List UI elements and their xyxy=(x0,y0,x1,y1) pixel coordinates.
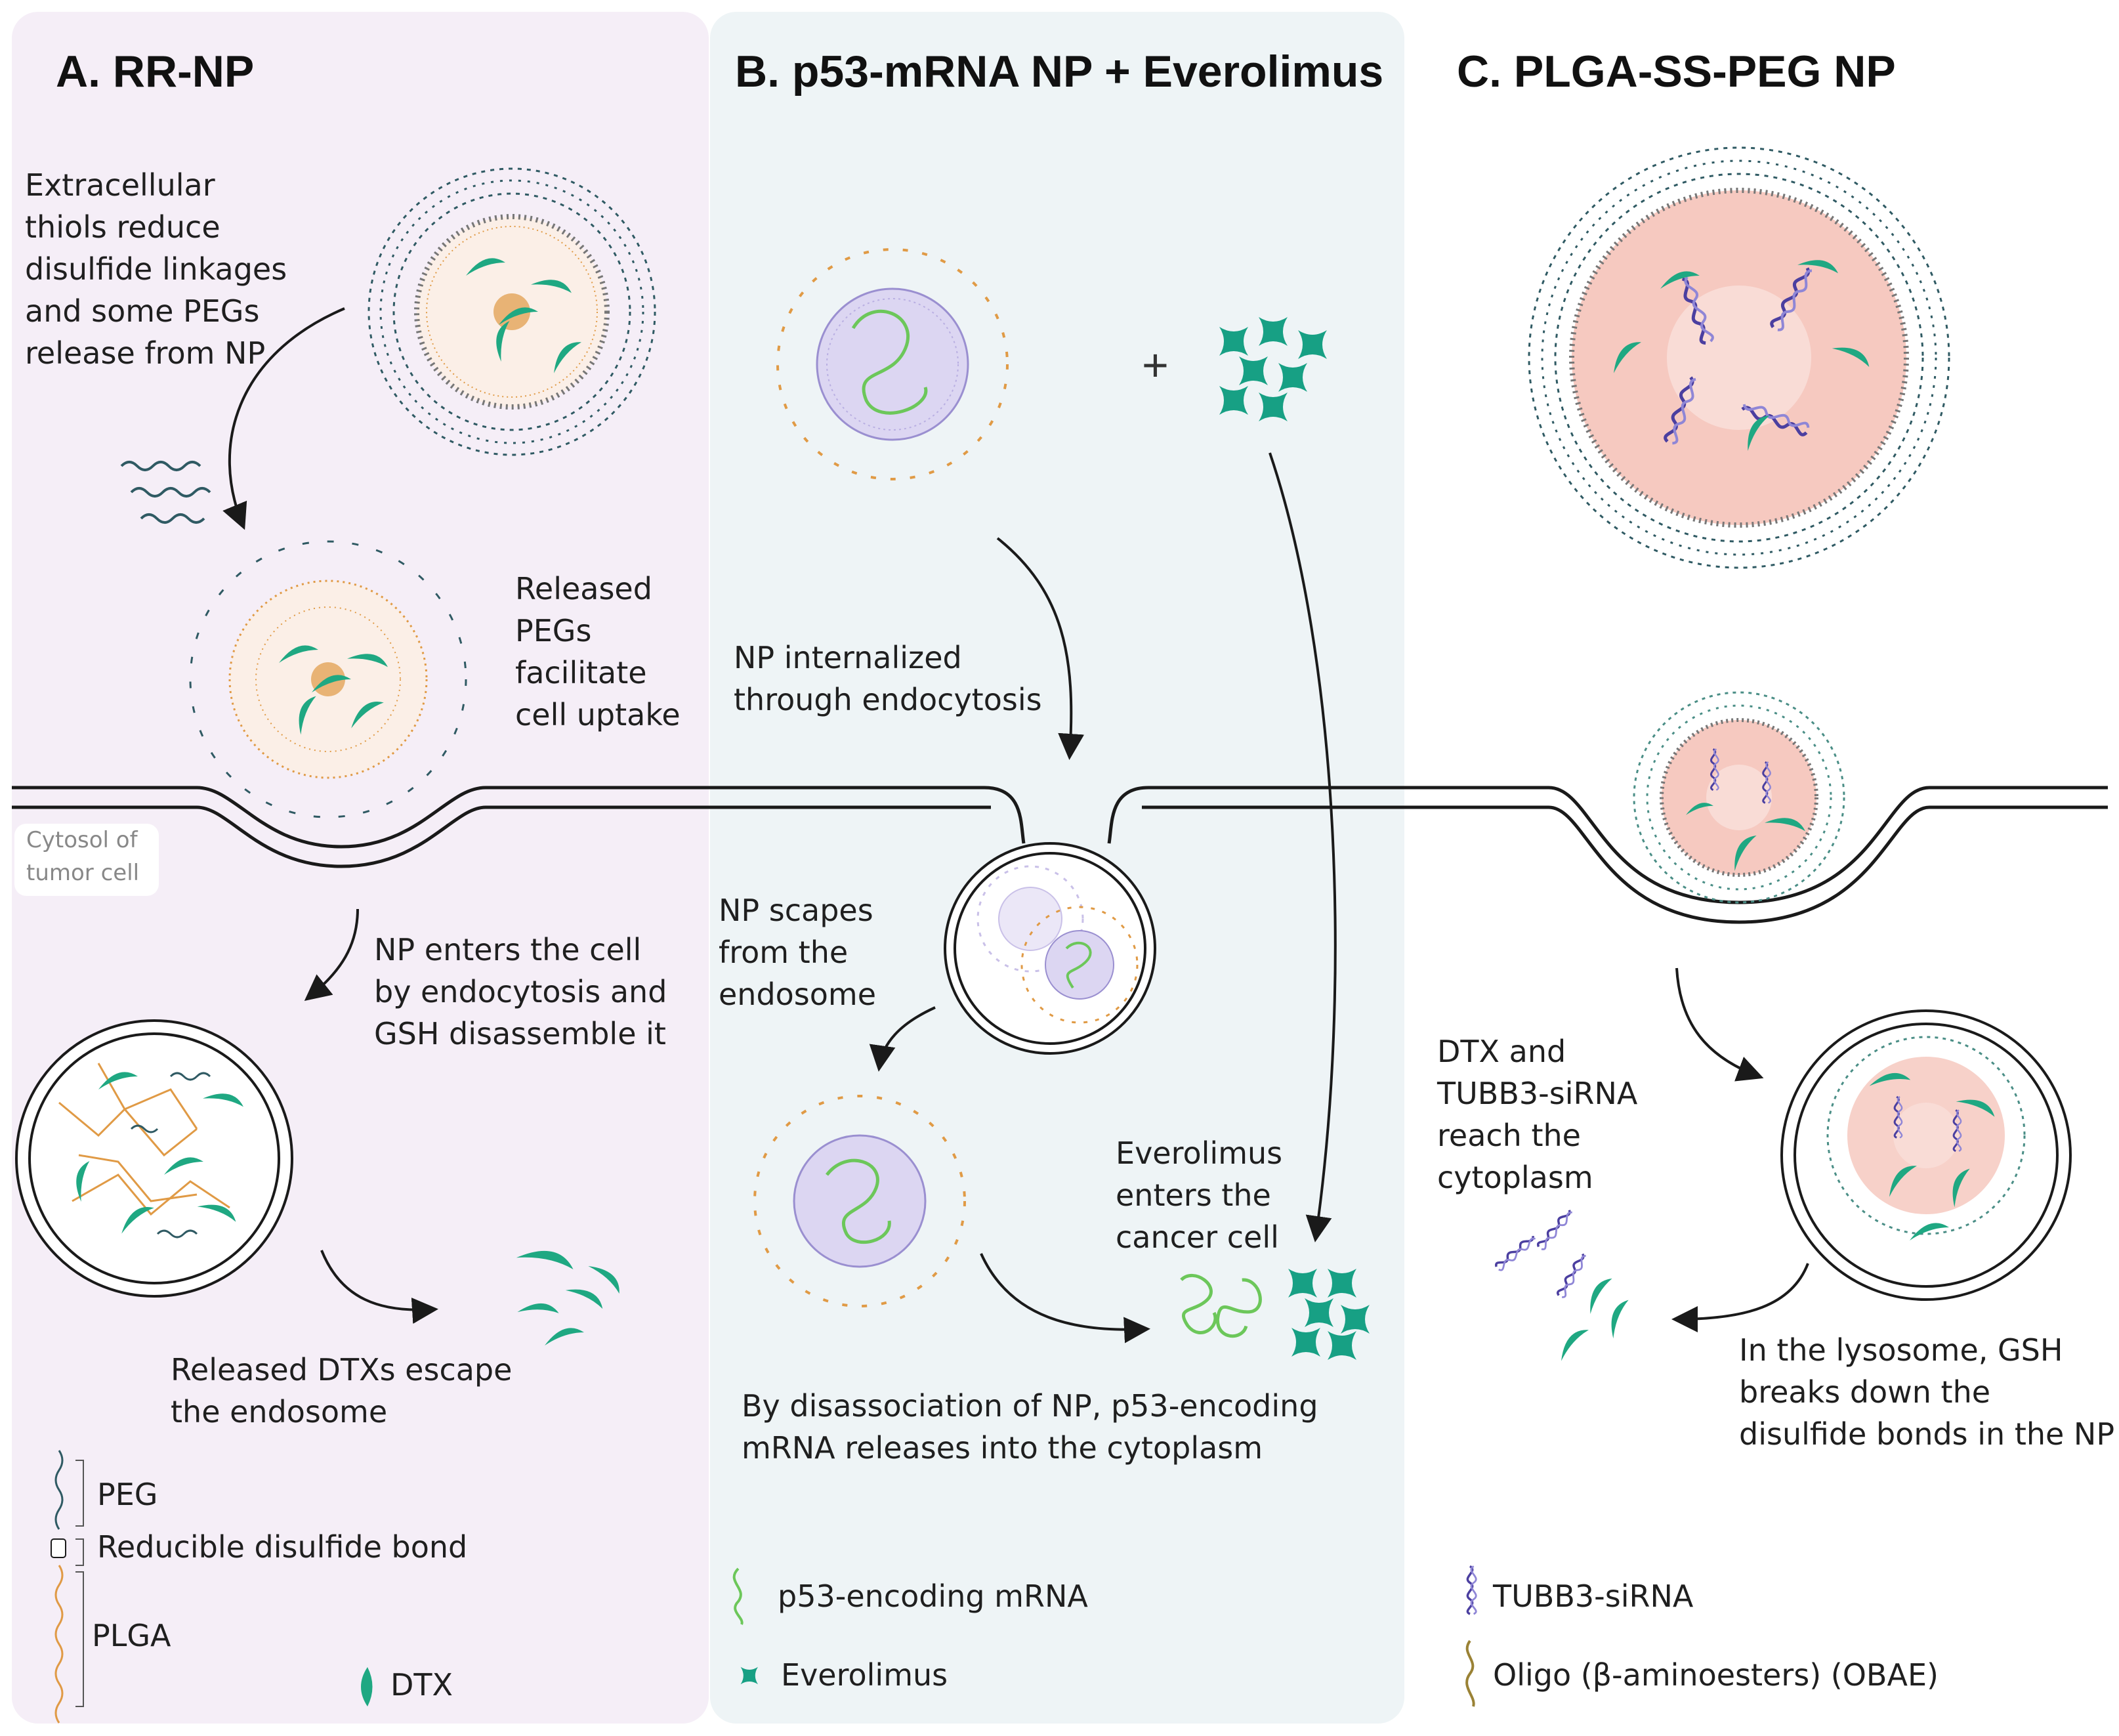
panel-b-step1: NP internalized through endocytosis xyxy=(734,640,1042,717)
panel-b-step4: By disassociation of NP, p53-encoding mR… xyxy=(742,1388,1318,1466)
lysosome-c xyxy=(1780,1009,2072,1301)
legend-dtx-label: DTX xyxy=(390,1667,453,1703)
arrow-b2 xyxy=(1269,452,1337,1242)
panel-b-step3: Everolimus enters the cancer cell xyxy=(1116,1135,1283,1255)
legend-everolimus-label: Everolimus xyxy=(781,1657,948,1693)
released-pegs xyxy=(120,461,211,524)
panel-b-step2: NP scapes from the endosome xyxy=(719,893,877,1012)
panel-a-step1: Extracellular thiols reduce disulfide li… xyxy=(25,167,287,371)
legend-obae-label: Oligo (β-aminoesters) (OBAE) xyxy=(1493,1657,1939,1693)
released-mrna-everolimus xyxy=(1181,1269,1370,1360)
arrow-a2 xyxy=(304,908,359,1001)
cell-membrane xyxy=(12,786,2108,904)
arrow-c2 xyxy=(1671,1263,1809,1332)
arrow-b1 xyxy=(996,537,1085,760)
arrow-b4 xyxy=(980,1253,1150,1344)
plga-np-budding xyxy=(1633,691,1845,904)
legend-a-icons xyxy=(51,1450,373,1724)
cytosol-label: Cytosol of tumor cell xyxy=(14,824,159,896)
legend-b-icons xyxy=(732,1567,758,1685)
endosome-b xyxy=(944,842,1156,1055)
panel-c-title: C. PLGA-SS-PEG NP xyxy=(1457,47,1896,96)
legend-disulfide-label: Reducible disulfide bond xyxy=(97,1529,468,1565)
released-sirna-dtx xyxy=(1494,1207,1639,1361)
released-dtx xyxy=(516,1236,623,1345)
panel-a-step3: NP enters the cell by endocytosis and GS… xyxy=(374,932,667,1051)
legend-sirna-label: TUBB3-siRNA xyxy=(1493,1578,1694,1614)
arrow-b3 xyxy=(869,1006,936,1072)
legend-c-icons xyxy=(1465,1565,1477,1707)
legend-plga-label: PLGA xyxy=(92,1618,171,1653)
p53-mrna-np-released xyxy=(753,1095,966,1307)
rr-np-intact xyxy=(367,167,656,456)
legend-peg-label: PEG xyxy=(97,1477,158,1512)
plga-ss-peg-np xyxy=(1528,146,1950,569)
panel-a-step4: Released DTXs escape the endosome xyxy=(171,1352,513,1429)
panel-b-title: B. p53-mRNA NP + Everolimus xyxy=(735,47,1384,96)
cell-membrane-inner xyxy=(12,805,2108,924)
legend-mrna-label: p53-encoding mRNA xyxy=(778,1578,1088,1614)
panel-a-title: A. RR-NP xyxy=(56,47,255,96)
arrow-c1 xyxy=(1675,967,1764,1082)
panel-c-step1: DTX and TUBB3-siRNA reach the cytoplasm xyxy=(1437,1034,1638,1195)
panel-a-step2: Released PEGs facilitate cell uptake xyxy=(515,571,681,732)
arrow-a1 xyxy=(222,307,345,530)
p53-mrna-np xyxy=(776,248,1009,480)
everolimus-cluster-top xyxy=(1219,317,1327,421)
arrow-a3 xyxy=(320,1250,438,1324)
rr-np-partial xyxy=(189,540,467,818)
panel-c-step2: In the lysosome, GSH breaks down the dis… xyxy=(1739,1332,2115,1452)
endosome-a xyxy=(15,1019,293,1298)
plus-sign: + xyxy=(1142,339,1169,391)
